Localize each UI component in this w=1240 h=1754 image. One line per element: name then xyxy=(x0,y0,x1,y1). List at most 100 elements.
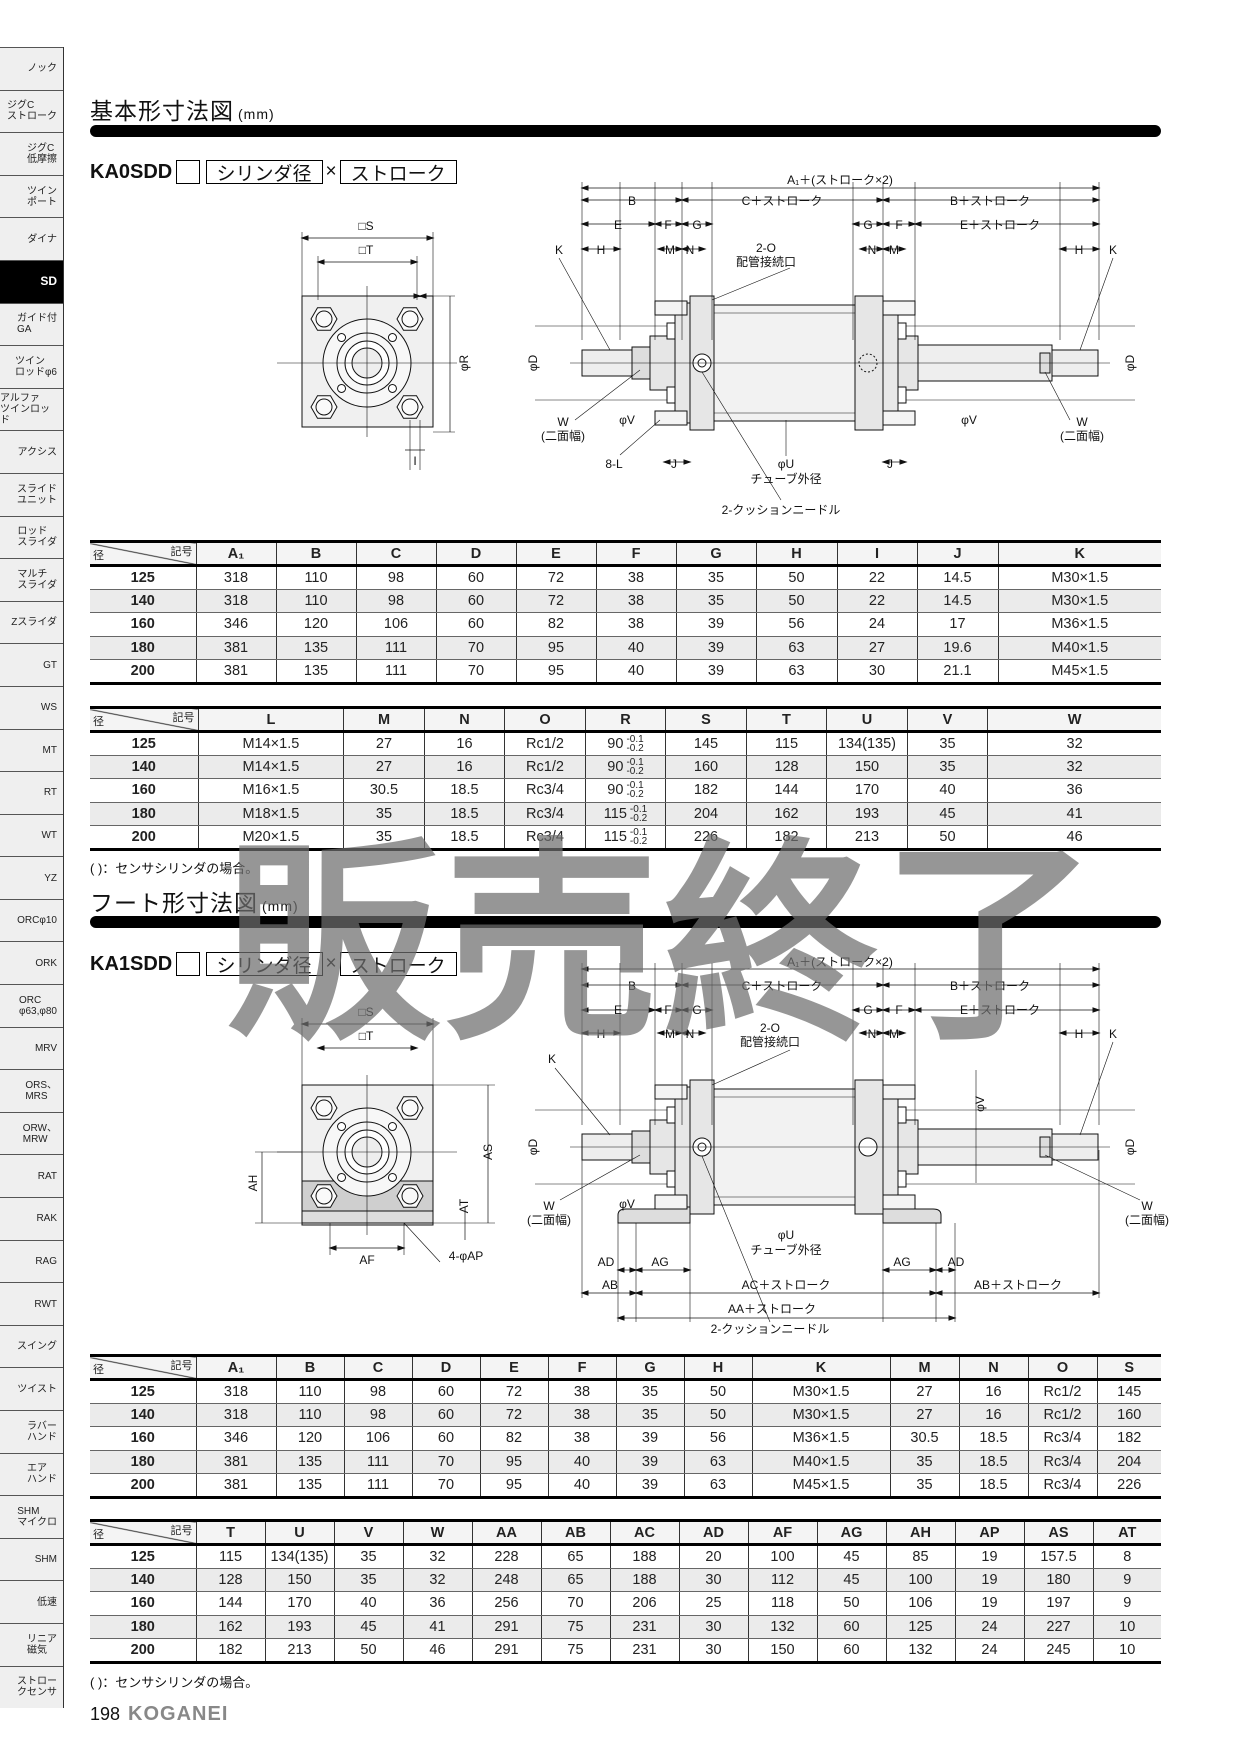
sidebar-item[interactable]: ORCφ10 xyxy=(0,898,63,942)
sidebar-item[interactable]: YZ xyxy=(0,856,63,899)
bore-box: シリンダ径 xyxy=(205,952,323,977)
column-header: AC xyxy=(609,1520,679,1546)
dimension-arrow xyxy=(881,982,1101,988)
sidebar-item[interactable]: Zスライダ xyxy=(0,600,63,644)
dimension-arrow xyxy=(680,246,707,252)
dimension-arrow xyxy=(580,221,657,227)
sidebar-item[interactable]: RAG xyxy=(0,1239,63,1283)
table-cell: 72 xyxy=(479,1403,548,1428)
sidebar-item[interactable]: ガイド付 GA xyxy=(0,302,63,346)
dimension-arrow xyxy=(1058,1030,1101,1036)
column-header: W xyxy=(987,707,1161,733)
sidebar-item[interactable]: ストロー クセンサ xyxy=(0,1665,63,1709)
table-cell: 35 xyxy=(889,1450,959,1475)
table-cell: 381 xyxy=(195,1473,276,1498)
column-header: V xyxy=(333,1520,403,1546)
upper-tolerance: -0.1 xyxy=(629,827,648,839)
base-value: 90 xyxy=(607,735,624,752)
label-F-2: F xyxy=(664,1003,671,1017)
sidebar-item[interactable]: SD xyxy=(0,259,63,303)
table-cell: 346 xyxy=(195,1426,276,1451)
model-code: KA0SDD シリンダ径 × ストローク xyxy=(90,160,457,185)
sidebar-item[interactable]: スライド ユニット xyxy=(0,472,63,516)
table-cell: 18.5 xyxy=(958,1450,1028,1475)
foot-bracket-left xyxy=(617,1176,691,1224)
sidebar-item[interactable]: WT xyxy=(0,813,63,857)
table-cell: 39 xyxy=(615,1473,684,1498)
label-flats-right: (二面幅) xyxy=(1060,428,1104,443)
column-header: M xyxy=(889,1355,959,1381)
label-T-2: □T xyxy=(359,1029,374,1043)
sidebar-item[interactable]: アルファ ツインロッド xyxy=(0,387,63,431)
sidebar-item[interactable]: エア ハンド xyxy=(0,1452,63,1496)
table-cell: 70 xyxy=(435,636,516,661)
table-cell: Rc1/2 xyxy=(1027,1379,1097,1404)
sidebar-item[interactable]: リニア 磁気 xyxy=(0,1622,63,1666)
sidebar-item[interactable]: マルチ スライダ xyxy=(0,558,63,601)
sidebar-item[interactable]: ノック xyxy=(0,47,63,90)
sidebar-item[interactable]: MT xyxy=(0,728,63,772)
dimension-arrow xyxy=(580,246,622,252)
table-cell: 24 xyxy=(954,1638,1024,1663)
sidebar-item[interactable]: 低速 xyxy=(0,1580,63,1623)
sidebar-item[interactable]: RT xyxy=(0,771,63,814)
dimension-arrow xyxy=(881,1007,917,1013)
column-header: T xyxy=(745,707,827,733)
sidebar-item[interactable]: RWT xyxy=(0,1282,63,1325)
table-cell: 150 xyxy=(826,755,908,780)
table-cell: 27 xyxy=(889,1379,959,1404)
dimension-arrow xyxy=(913,1007,1101,1013)
sidebar-item[interactable]: ORW、 MRW xyxy=(0,1111,63,1155)
table-cell: 35 xyxy=(615,1403,684,1428)
table-cell: Rc3/4 xyxy=(504,802,586,827)
table-cell: 16 xyxy=(958,1403,1028,1428)
sidebar-item[interactable]: MRV xyxy=(0,1026,63,1070)
sidebar-item[interactable]: ORS、 MRS xyxy=(0,1069,63,1112)
table-cell: 39 xyxy=(615,1426,684,1451)
sidebar-item[interactable]: SHM xyxy=(0,1537,63,1581)
label-D-right-2: φD xyxy=(1123,1138,1137,1155)
table-cell: 21.1 xyxy=(916,659,998,684)
sidebar-item[interactable]: ツイン ロッドφ6 xyxy=(0,345,63,388)
sidebar-item[interactable]: アクシス xyxy=(0,430,63,473)
sidebar-item[interactable]: スイング xyxy=(0,1324,63,1368)
table-cell: 111 xyxy=(343,1450,412,1475)
dimension-arrow xyxy=(881,1030,907,1036)
table-cell: 226 xyxy=(1096,1473,1161,1498)
table-cell: 128 xyxy=(195,1568,265,1593)
table-cell: 30 xyxy=(678,1568,748,1593)
stroke-box: ストローク xyxy=(339,160,457,185)
sidebar-item[interactable]: ロッド スライダ xyxy=(0,515,63,559)
sidebar-item[interactable]: GT xyxy=(0,643,63,686)
table-cell: 19 xyxy=(954,1591,1024,1616)
sidebar-item[interactable]: ダイナ xyxy=(0,217,63,260)
sidebar-item[interactable]: ORC φ63,φ80 xyxy=(0,984,63,1027)
table-cell: 19 xyxy=(954,1544,1024,1569)
sidebar-item[interactable]: ジグC 低摩擦 xyxy=(0,132,63,175)
sidebar-item[interactable]: RAT xyxy=(0,1154,63,1198)
option-box xyxy=(176,160,201,184)
sidebar-item[interactable]: SHM マイクロ xyxy=(0,1495,63,1538)
table-cell: M18×1.5 xyxy=(197,802,344,827)
table-cell: 38 xyxy=(595,612,676,637)
label-M-right-2: M xyxy=(889,1027,899,1041)
table-cell: 226 xyxy=(665,825,747,850)
sidebar-item[interactable]: RAK xyxy=(0,1197,63,1240)
column-header: K xyxy=(997,541,1161,567)
sidebar-item[interactable]: ORK xyxy=(0,941,63,985)
sidebar-item[interactable]: ラバー ハンド xyxy=(0,1410,63,1453)
tie-rod-nut xyxy=(654,410,688,426)
table-cell: 95 xyxy=(479,1450,548,1475)
sidebar-item[interactable]: ジグC ストローク xyxy=(0,89,63,133)
corner-cell: 径記号 xyxy=(90,1520,196,1546)
small-bolt xyxy=(387,383,397,393)
sidebar-item[interactable]: ツイン ポート xyxy=(0,174,63,218)
sidebar-item[interactable]: ツイスト xyxy=(0,1367,63,1410)
bore-cell: 200 xyxy=(90,825,199,850)
column-header: L xyxy=(197,707,344,733)
table-cell: 381 xyxy=(195,1450,276,1475)
sidebar-item[interactable]: WS xyxy=(0,685,63,729)
